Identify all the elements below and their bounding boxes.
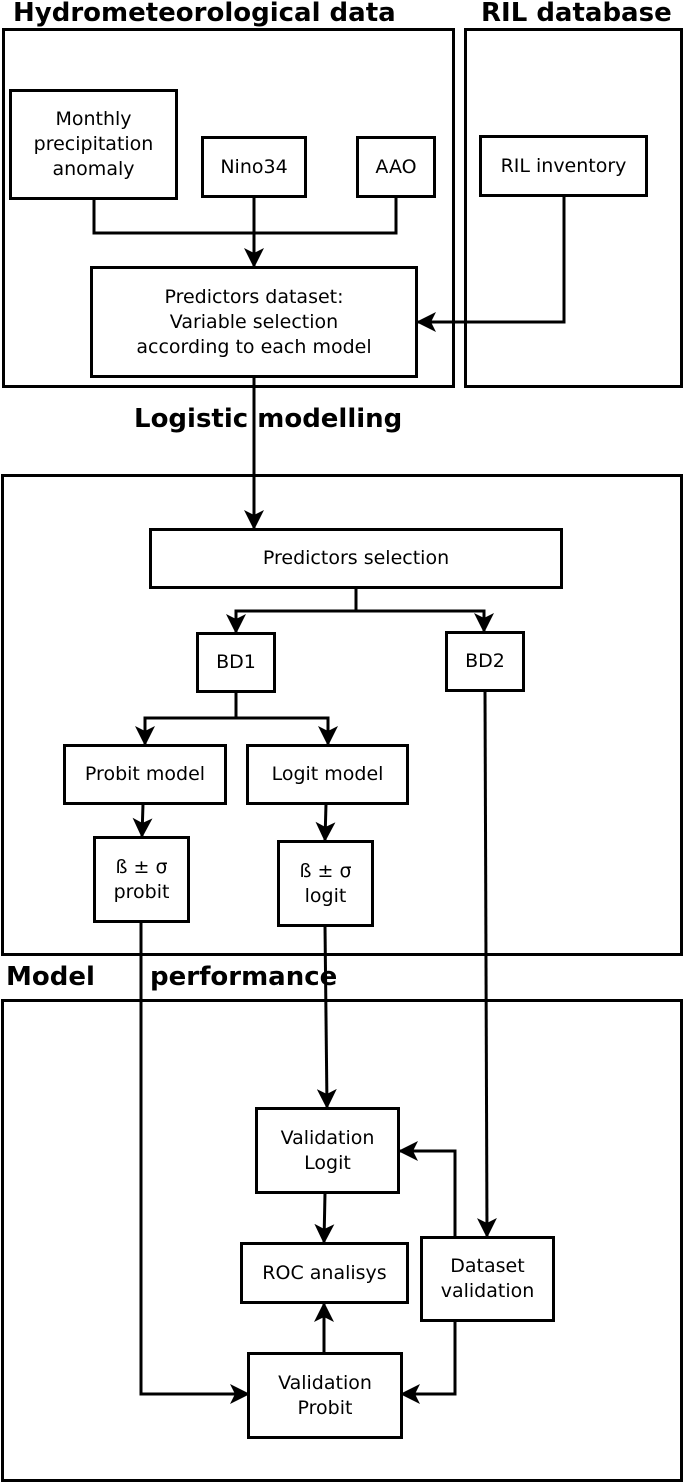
model-performance-title-right: performance xyxy=(150,962,338,992)
model-performance-panel xyxy=(1,999,683,1482)
dataset-validation-box: Dataset validation xyxy=(420,1236,555,1322)
probit-model-box: Probit model xyxy=(63,744,227,805)
logistic-modelling-title: Logistic modelling xyxy=(134,404,403,434)
predictors-dataset-box: Predictors dataset: Variable selection a… xyxy=(90,266,418,378)
beta-probit-box: ß ± σ probit xyxy=(93,836,190,923)
validation-probit-box: Validation Probit xyxy=(247,1352,403,1439)
ril-database-title: RIL database xyxy=(481,0,672,28)
monthly-precipitation-box: Monthly precipitation anomaly xyxy=(9,89,178,200)
ril-inventory-box: RIL inventory xyxy=(479,135,648,197)
beta-logit-box: ß ± σ logit xyxy=(277,840,374,927)
validation-logit-box: Validation Logit xyxy=(255,1107,400,1194)
predictors-selection-box: Predictors selection xyxy=(149,528,563,589)
logit-model-box: Logit model xyxy=(246,744,409,805)
bd2-box: BD2 xyxy=(445,631,525,692)
roc-analysis-box: ROC analisys xyxy=(240,1242,409,1304)
model-performance-title-left: Model xyxy=(6,962,95,992)
aao-box: AAO xyxy=(356,136,436,198)
bd1-box: BD1 xyxy=(196,632,276,693)
hydrometeorological-title: Hydrometeorological data xyxy=(13,0,396,28)
logistic-modelling-panel xyxy=(1,474,683,956)
ril-database-panel xyxy=(464,28,683,388)
nino34-box: Nino34 xyxy=(201,136,307,198)
